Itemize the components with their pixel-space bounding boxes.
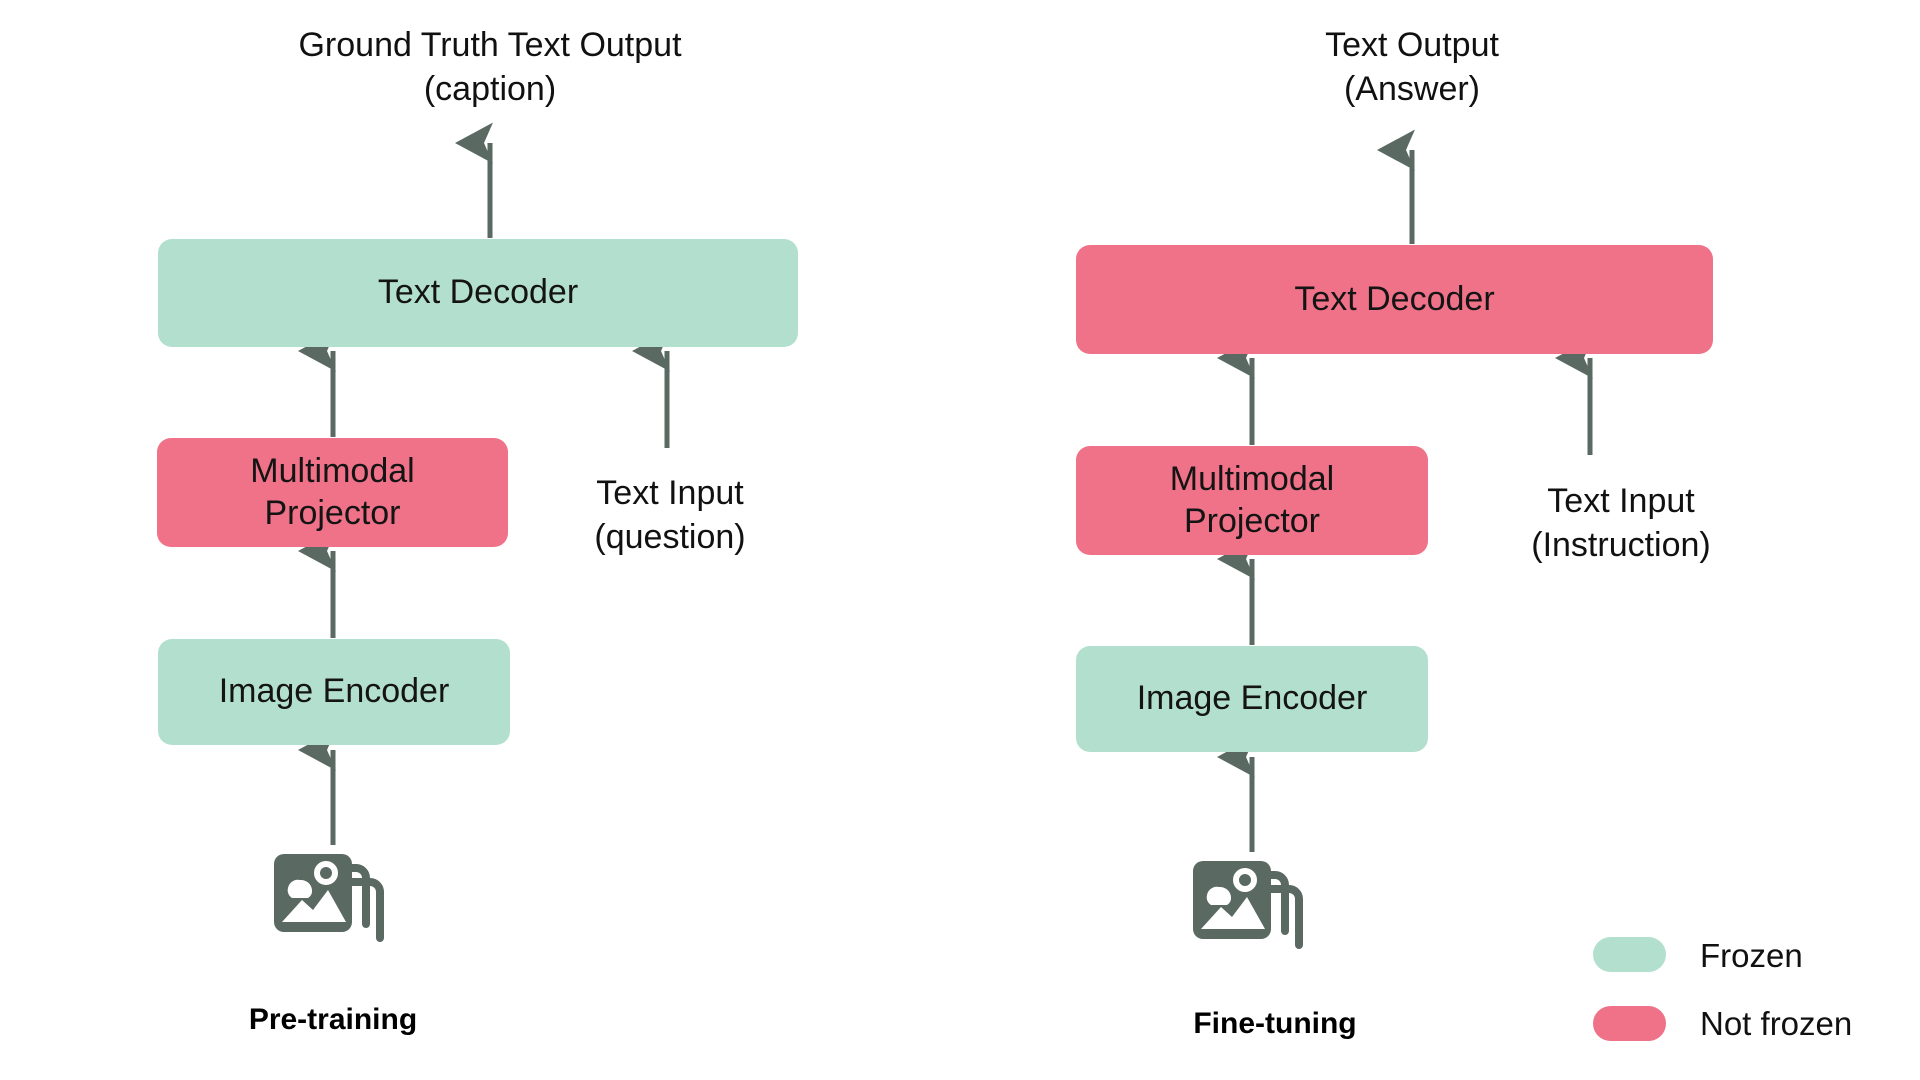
text-input-label-pretraining: Text Input (question): [594, 474, 746, 556]
block-multimodal-projector-pretraining[interactable]: Multimodal Projector: [157, 438, 508, 547]
legend-label-not-frozen: Not frozen: [1700, 1005, 1853, 1042]
block-image-encoder-pretraining[interactable]: Image Encoder: [158, 639, 510, 745]
output-label-pretraining: Ground Truth Text Output (caption): [298, 26, 682, 108]
legend-label-frozen: Frozen: [1700, 937, 1803, 974]
block-text-decoder-finetuning[interactable]: Text Decoder: [1076, 245, 1713, 354]
legend-swatch-not-frozen: [1593, 1006, 1666, 1041]
panel-caption-finetuning: Fine-tuning: [1193, 1007, 1357, 1040]
legend-swatch-frozen: [1593, 937, 1666, 972]
block-text-decoder-pretraining[interactable]: Text Decoder: [158, 239, 798, 347]
block-multimodal-projector-finetuning[interactable]: Multimodal Projector: [1076, 446, 1428, 555]
panel-caption-pretraining: Pre-training: [248, 1003, 418, 1036]
text-input-label-finetuning: Text Input (Instruction): [1531, 482, 1711, 564]
output-label-finetuning: Text Output (Answer): [1325, 26, 1499, 108]
image-stack-icon-finetuning: [1193, 861, 1303, 949]
image-stack-icon-pretraining: [274, 854, 384, 942]
block-image-encoder-finetuning[interactable]: Image Encoder: [1076, 646, 1428, 752]
